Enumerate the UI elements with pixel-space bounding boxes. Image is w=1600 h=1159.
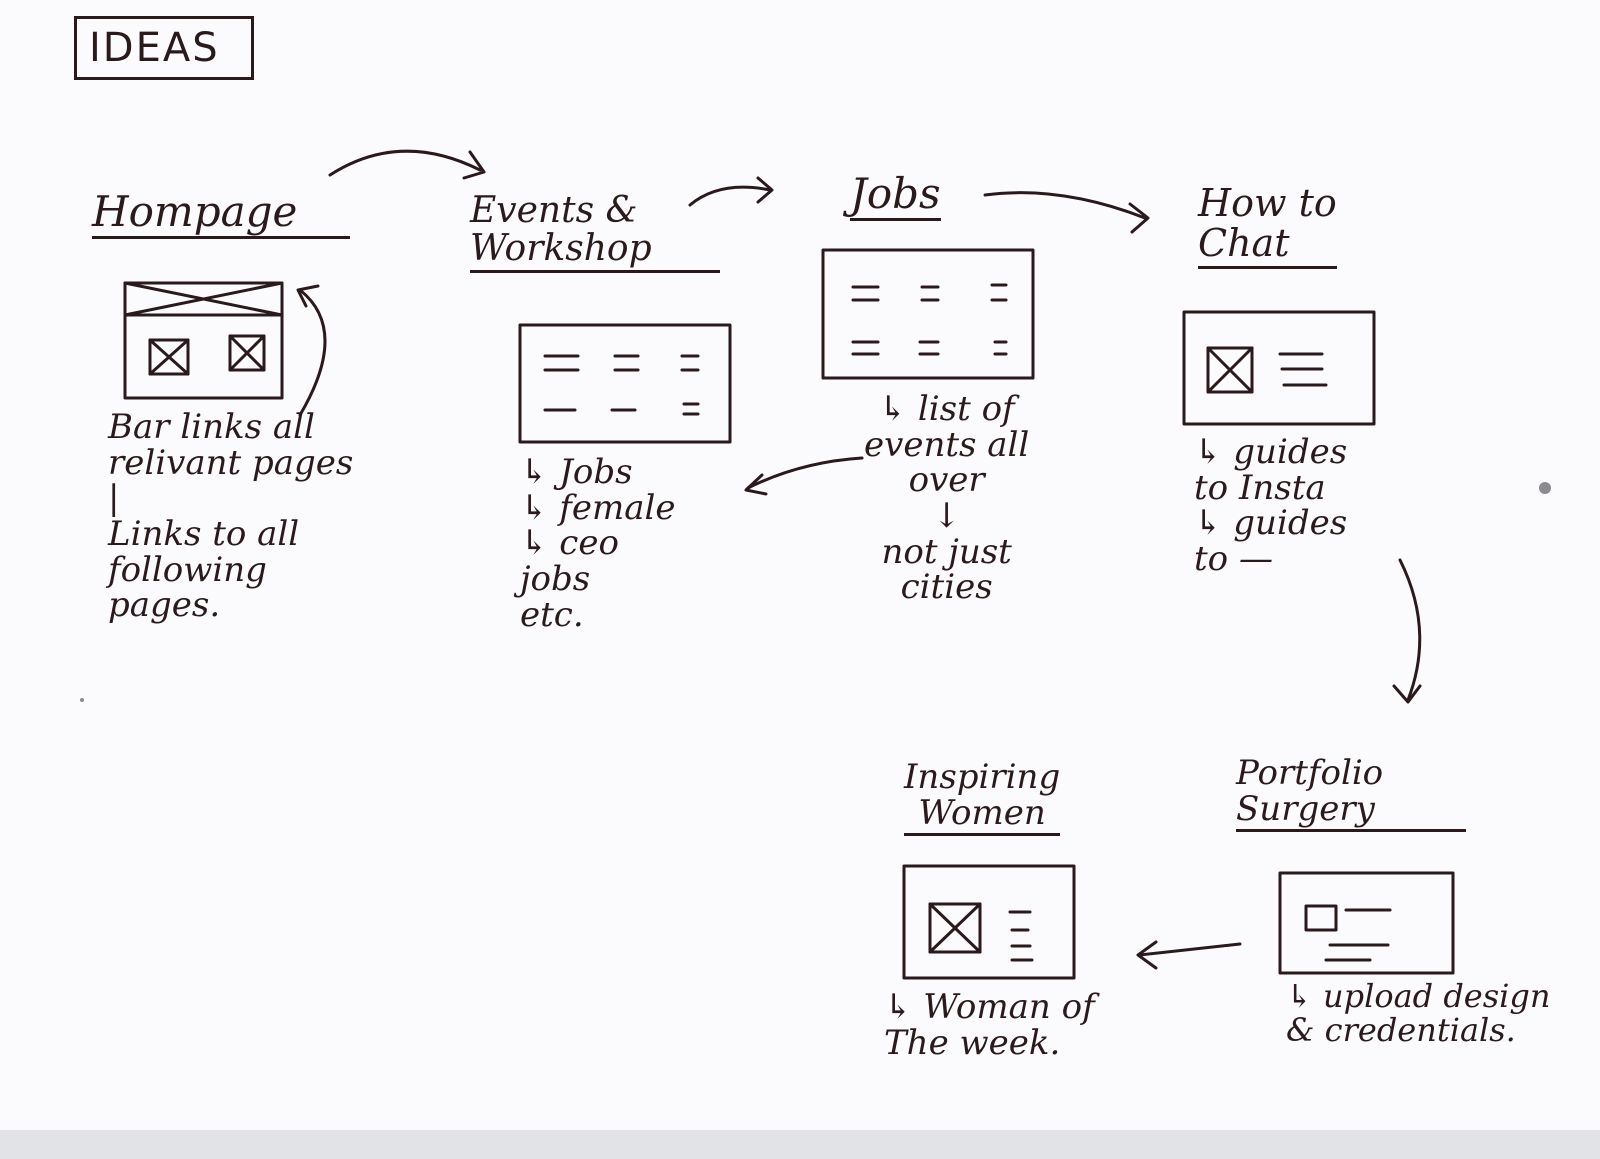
flow-arrow-portfolio-inspiring (1136, 940, 1242, 970)
page-title-jobs: Jobs (850, 171, 941, 222)
page-notes-inspiring: ↳ Woman of The week. (884, 987, 1095, 1063)
flow-arrow-howto-portfolio (1392, 558, 1422, 704)
flow-arrow-jobs-howto (983, 191, 1150, 234)
flow-arrow-events-jobs (688, 176, 774, 207)
page-title-howto: How to Chat (1198, 183, 1337, 269)
page-notes-portfolio: ↳ upload design & credentials. (1286, 977, 1551, 1049)
page-title-portfolio: Portfolio Surgery (1236, 755, 1466, 833)
page-title-events: Events & Workshop (470, 192, 720, 273)
homepage-wireframe (123, 281, 284, 400)
page-notes-events: ↳ Jobs ↳ female ↳ ceo jobs etc. (520, 452, 676, 635)
page-notes-homepage: Bar links all relivant pages | Links to … (108, 407, 354, 626)
sketch-paper: IDEAS (0, 0, 1600, 1130)
ideas-title-box: IDEAS (74, 16, 254, 80)
inspiring-wireframe (902, 864, 1076, 980)
howto-wireframe (1182, 310, 1376, 426)
page-title-homepage: Hompage (92, 189, 350, 240)
flow-arrow-homepage-events (328, 149, 486, 180)
diagram-title: IDEAS (89, 25, 220, 71)
jobs-wireframe (821, 248, 1035, 380)
cross-link-arrow-jobs-events (744, 456, 864, 496)
portfolio-wireframe (1278, 871, 1455, 975)
scan-edge (0, 1130, 1600, 1159)
events-wireframe (518, 323, 732, 444)
wireframe-sketches (80, 149, 1551, 980)
page-notes-howto: ↳ guides to Insta ↳ guides to — (1194, 432, 1348, 580)
page-notes-jobs: ↳ list of events all over ↓ not just cit… (864, 389, 1030, 608)
page-title-inspiring: Inspiring Women (904, 759, 1061, 837)
self-loop-arrow-homepage (296, 284, 327, 417)
